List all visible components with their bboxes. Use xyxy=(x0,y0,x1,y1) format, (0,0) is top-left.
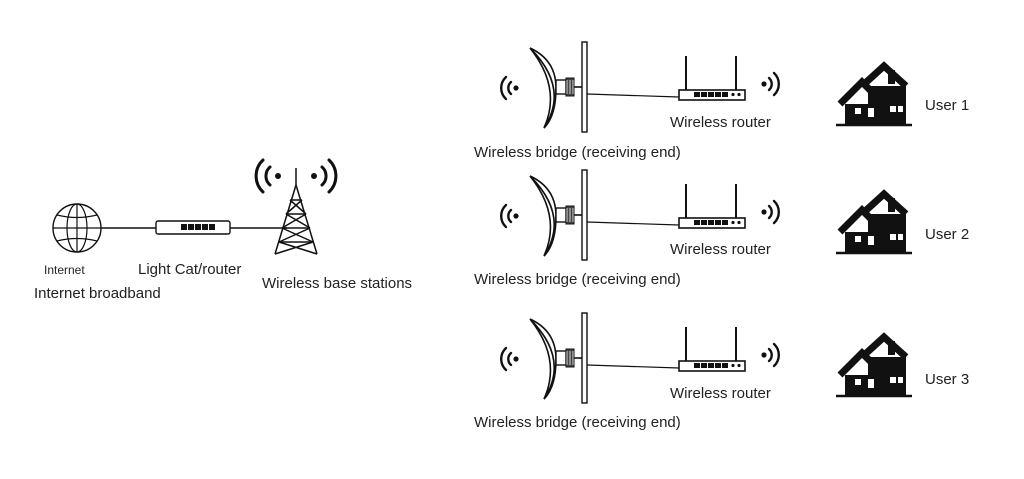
wireless-signal-icon xyxy=(760,71,781,97)
wireless-bridge-icon xyxy=(529,41,588,133)
router-label-3: Wireless router xyxy=(670,385,771,402)
wireless-router-icon xyxy=(678,183,746,229)
wireless-tower-icon xyxy=(274,168,318,255)
wireless-signal-icon xyxy=(254,158,338,194)
house-icon xyxy=(836,66,912,125)
user-label-2: User 2 xyxy=(925,226,970,243)
wireless-router-icon xyxy=(678,326,746,372)
wireless-router-icon xyxy=(678,55,746,101)
house-icon xyxy=(836,337,912,396)
globe-icon xyxy=(52,203,102,253)
branch-2 xyxy=(499,169,912,261)
wireless-base-stations-label: Wireless base stations xyxy=(262,275,413,292)
house-icon xyxy=(836,194,912,253)
wireless-signal-icon xyxy=(499,203,520,229)
wireless-signal-icon xyxy=(760,342,781,368)
router-label-1: Wireless router xyxy=(670,114,771,131)
branch-3 xyxy=(499,312,912,404)
wireless-bridge-icon xyxy=(529,169,588,261)
user-label-3: User 3 xyxy=(925,371,970,388)
user-label-1: User 1 xyxy=(925,97,970,114)
bridge-label-2: Wireless bridge (receiving end) xyxy=(474,271,681,288)
internet-label: Internet xyxy=(44,263,85,277)
internet-broadband-label: Internet broadband xyxy=(34,285,161,302)
branch-1 xyxy=(499,41,912,133)
light-cat-router-label: Light Cat/router xyxy=(138,261,242,278)
bridge-label-3: Wireless bridge (receiving end) xyxy=(474,414,681,431)
wireless-signal-icon xyxy=(499,346,520,372)
wireless-signal-icon xyxy=(499,75,520,101)
wireless-signal-icon xyxy=(760,199,781,225)
bridge-label-1: Wireless bridge (receiving end) xyxy=(474,144,681,161)
wireless-bridge-icon xyxy=(529,312,588,404)
router-label-2: Wireless router xyxy=(670,241,771,258)
light-cat-router-icon xyxy=(155,220,231,235)
